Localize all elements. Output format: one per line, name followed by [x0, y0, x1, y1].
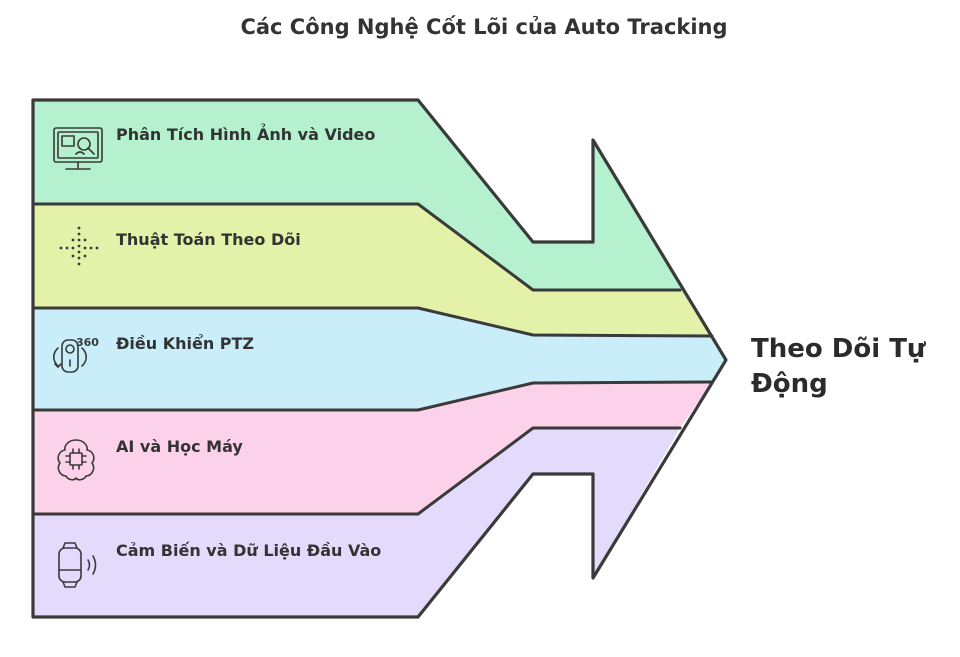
ptz-360-camera-icon: 360	[52, 336, 99, 373]
wearable-sensor-icon	[58, 542, 97, 588]
ai-chip-brain-icon	[57, 439, 95, 481]
band-divider-4	[31, 426, 682, 516]
dotted-cross-icon	[59, 226, 99, 266]
band-divider-1	[31, 202, 682, 292]
band-divider-2	[31, 306, 714, 338]
band-fill-5	[33, 428, 680, 617]
target-label-line-2: Động	[751, 369, 828, 399]
ptz-360-text: 360	[76, 336, 99, 349]
band-fill-4	[33, 382, 712, 514]
band-divider-3	[31, 380, 714, 412]
band-label-5: Cảm Biến và Dữ Liệu Đầu Vào	[116, 541, 381, 560]
band-label-1: Phân Tích Hình Ảnh và Video	[116, 123, 375, 144]
band-label-2: Thuật Toán Theo Dõi	[116, 230, 301, 249]
band-fill-2	[33, 204, 712, 336]
band-fill-1	[33, 100, 712, 336]
band-label-3: Điều Khiển PTZ	[116, 334, 254, 353]
diagram-title: Các Công Nghệ Cốt Lõi của Auto Tracking	[240, 15, 727, 39]
monitor-analysis-icon	[53, 127, 103, 170]
target-label-line-1: Theo Dõi Tự	[751, 334, 927, 364]
band-fill-3	[33, 308, 726, 410]
band-label-4: AI và Học Máy	[116, 437, 243, 456]
arrow-outline	[31, 98, 728, 619]
